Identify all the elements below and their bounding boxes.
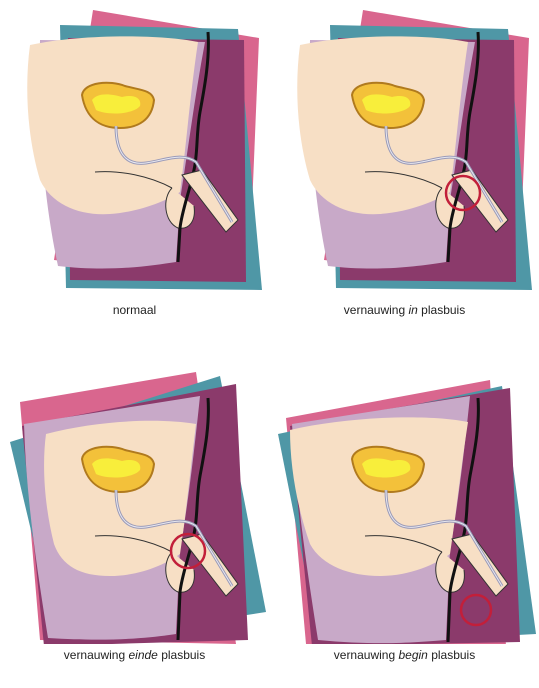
panel-normaal: normaal — [0, 0, 269, 344]
caption-text: vernauwing — [344, 303, 409, 317]
anatomy-illustration — [278, 380, 536, 644]
caption-suffix: plasbuis — [418, 303, 465, 317]
panel-begin: vernauwing begin plasbuis — [270, 344, 539, 688]
caption-emphasis: einde — [128, 648, 157, 662]
diagram-normaal — [0, 0, 269, 300]
diagram-begin — [270, 344, 539, 644]
diagram-einde — [0, 344, 269, 644]
panel-einde: vernauwing einde plasbuis — [0, 344, 269, 688]
caption-emphasis: in — [409, 303, 418, 317]
diagram-in — [270, 0, 539, 300]
anatomy-illustration — [10, 372, 266, 644]
caption-text: vernauwing — [64, 648, 129, 662]
caption-einde: vernauwing einde plasbuis — [0, 648, 269, 662]
skin-area — [44, 421, 196, 576]
caption-in: vernauwing in plasbuis — [270, 303, 539, 317]
caption-suffix: plasbuis — [428, 648, 475, 662]
caption-normaal: normaal — [0, 303, 269, 317]
panel-in: vernauwing in plasbuis — [270, 0, 539, 344]
caption-emphasis: begin — [398, 648, 427, 662]
caption-text: vernauwing — [334, 648, 399, 662]
anatomy-illustration — [297, 10, 532, 290]
caption-begin: vernauwing begin plasbuis — [270, 648, 539, 662]
anatomy-illustration — [27, 10, 262, 290]
caption-text: normaal — [113, 303, 156, 317]
caption-suffix: plasbuis — [158, 648, 205, 662]
